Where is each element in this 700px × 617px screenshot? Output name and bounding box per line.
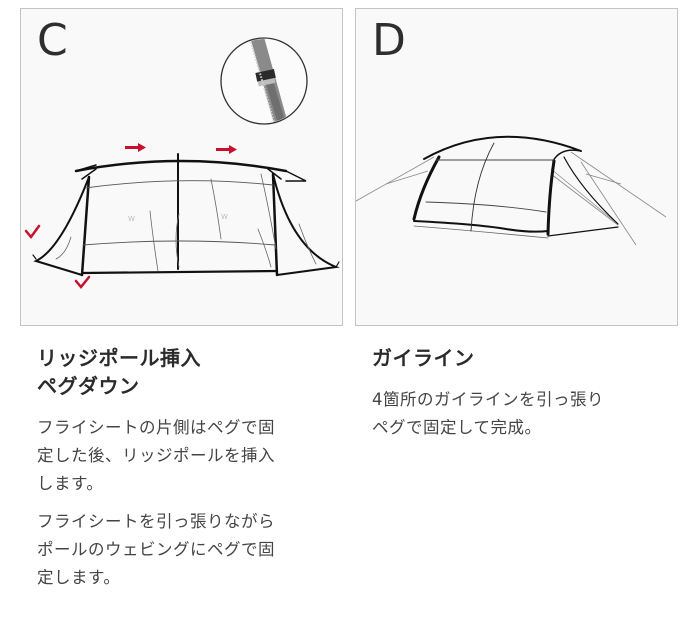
text-line: ポールのウェビングにペグで固 [37,540,275,559]
red-checkmark-icon [74,275,91,289]
step-d-title-line: ガイライン [372,346,475,370]
text-line: 4箇所のガイラインを引っ張り [372,390,604,409]
step-c-illustration-panel: C [20,8,343,326]
pole-detail-magnifier-icon [220,37,308,125]
step-letter-c: C [37,15,68,66]
text-line: ペグで固定して完成。 [372,418,542,437]
red-checkmark-icon [24,224,41,240]
step-d-illustration-panel: D [355,8,678,326]
step-letter-d: D [372,15,406,66]
text-line: 定します。 [37,568,121,587]
guyline-tent-illustration [356,135,667,246]
step-c-paragraph-1: フライシートの片側はペグで固 定した後、リッジポールを挿入 します。 [37,414,337,498]
text-line: フライシートを引っ張りながら [37,512,275,531]
step-c-title: リッジポール挿入 ペグダウン [37,344,337,400]
step-c-title-line: リッジポール挿入 [37,346,201,370]
step-d-description: ガイライン 4箇所のガイラインを引っ張り ペグで固定して完成。 [372,344,682,452]
svg-text:W: W [128,215,135,223]
svg-text:W: W [221,213,228,221]
step-c-paragraph-2: フライシートを引っ張りながら ポールのウェビングにペグで固 定します。 [37,508,337,592]
step-d-paragraph-1: 4箇所のガイラインを引っ張り ペグで固定して完成。 [372,386,682,442]
ridge-pole-tent-illustration: W W [24,37,340,289]
red-arrow-right-icon [216,145,237,154]
text-line: 定した後、リッジポールを挿入 [37,446,275,465]
text-line: フライシートの片側はペグで固 [37,418,275,437]
step-d-title: ガイライン [372,344,682,372]
step-c-title-line: ペグダウン [37,374,140,398]
text-line: します。 [37,474,104,493]
step-c-description: リッジポール挿入 ペグダウン フライシートの片側はペグで固 定した後、リッジポー… [37,344,337,602]
red-arrow-right-icon [125,143,146,152]
